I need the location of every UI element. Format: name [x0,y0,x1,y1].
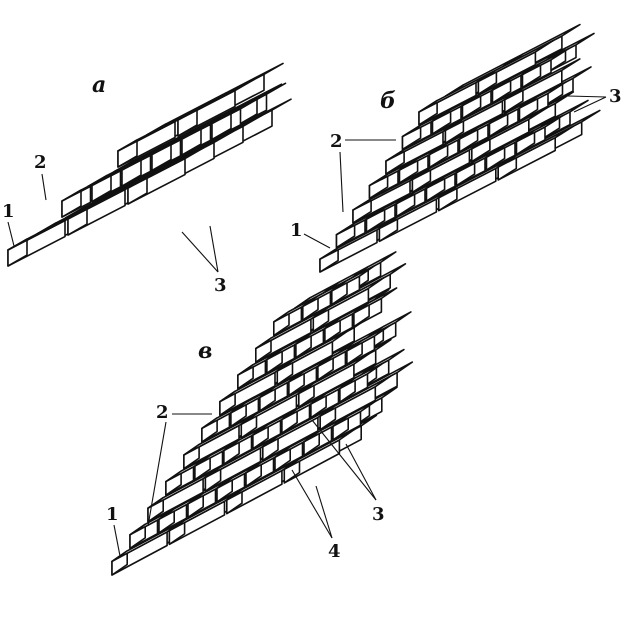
panel-c-brick-l4-5 [281,393,326,435]
panel-b-brick-l4-4 [458,112,507,153]
panel-b-callout-1: 1 [290,220,303,241]
panel-c-leader-2b [147,421,167,527]
panel-a-callout-2: 2 [34,152,47,173]
panel-b-callout-3: 3 [609,86,622,107]
panel-b-brick-l3-2 [411,137,489,194]
panel-a-callout-3: 3 [214,275,227,296]
panel-a-brick-l3-1 [117,109,195,168]
panel-c-callouts: 1 2 3 4 [106,402,385,562]
panel-c-leader-1 [113,524,121,557]
panel-c-brick-l10-1 [272,295,318,337]
panel-c-brick-l4-7 [339,362,384,404]
panel-b-brick-l2-6 [485,130,534,171]
panel-c-brick-l5-1 [183,414,255,470]
panel-b-brick-l4-3 [428,127,477,169]
panel-c-brick-l4-2 [194,440,239,481]
panel-b-brick-l7-1 [418,70,495,126]
panel-b-brick-l2-2 [365,192,414,233]
panel-a-stepped-start [7,62,292,267]
panel-a-brick-l1-2 [67,177,145,236]
panel-c-callout-4: 4 [328,541,341,562]
panel-c-brick-l7-2 [276,330,349,386]
panel-c-leader-4a [291,469,333,539]
panel-a-leader-3b [209,225,219,273]
panel-c-brick-l2-4 [216,462,261,503]
panel-b-leader-2b [339,151,344,213]
panel-b-brick-l1-4 [497,125,575,181]
panel-b-leader-3b [573,96,607,113]
panel-a-brick-l3-2 [177,78,255,137]
panel-a-brick-l2-1 [61,174,111,218]
panel-c-brick-l2-5 [245,446,290,488]
panel-b-leader-3a [567,95,607,98]
panel-c-brick-l3-1 [147,467,220,523]
panel-b-callouts: 1 2 3 [290,86,622,249]
panel-b-stepped-wall [319,23,601,273]
panel-c-brick-l2-2 [158,493,203,534]
panel-c-brick-l1-2 [168,489,241,546]
panel-c-brick-l6-6 [346,324,391,366]
panel-b-label: б [380,88,396,114]
panel-b-brick-l2-5 [455,145,504,187]
panel-c-callout-3: 3 [372,504,385,525]
panel-b-callout-2: 2 [330,131,343,152]
panel-c-leader-3a [345,443,377,501]
panel-c-callout-2: 2 [156,402,169,423]
panel-c-brick-l1-1 [111,520,184,576]
panel-c-brick-l6-1 [201,402,246,443]
panel-b-brick-l4-1 [368,158,417,200]
panel-b-brick-l3-3 [470,107,548,163]
panel-b-brick-l3-1 [352,168,429,224]
panel-c-stepped-wall-corner [111,251,414,576]
panel-a-callout-1: 1 [2,201,15,222]
panel-c-brick-l6-2 [230,386,275,428]
panel-b-brick-l7-2 [477,39,555,95]
panel-b-brick-l6-4 [491,63,540,104]
panel-b-brick-l6-5 [521,47,570,89]
panel-a-callouts: 1 2 3 [2,152,227,296]
panel-c-brick-l4-3 [223,424,268,466]
panel-b-brick-l2-4 [425,161,474,202]
panel-c-brick-l9-1 [255,307,327,363]
panel-a-brick-l1-1 [7,208,85,267]
panel-c-brick-l6-3 [259,371,304,412]
panel-b-brick-l2-7 [515,114,564,156]
panel-a-brick-l2-4 [151,128,201,172]
panel-b-brick-l4-2 [398,143,447,184]
panel-c-brick-l4-1 [165,455,210,497]
panel-c-callout-1: 1 [106,504,119,525]
panel-b-brick-l6-3 [461,78,510,120]
panel-b-brick-l6-1 [401,109,450,151]
panel-b-brick-l1-1 [319,217,396,273]
panel-c-brick-l2-6 [274,431,319,472]
panel-c-brick-l4-4 [252,409,297,450]
panel-a-leader-1 [7,221,15,247]
panel-b-brick-l2-1 [335,207,384,249]
panel-b-brick-l4-6 [518,81,567,122]
panel-c-brick-l3-4 [319,375,392,431]
panel-c-label: в [198,338,212,364]
panel-c-leader-4b [315,485,333,539]
panel-c-brick-l10-2 [301,280,347,321]
panel-a-brick-l2-6 [211,97,261,141]
panel-b-brick-l1-3 [437,156,515,212]
panel-a-label: а [92,72,106,98]
panel-c-leader-3b [311,419,377,501]
panel-b-brick-l5-1 [385,119,462,175]
panel-a-leader-3a [181,231,219,273]
panel-b-brick-l1-2 [378,186,456,243]
panel-c-brick-l7-1 [219,360,292,417]
panel-c-brick-l8-1 [237,349,282,390]
panel-c-brick-l8-3 [295,318,340,359]
panel-b-leader-1 [303,233,331,249]
panel-c-brick-l5-3 [297,352,370,409]
panel-c-brick-l2-1 [129,508,174,550]
panel-c-brick-l6-4 [288,355,333,397]
panel-a-leader-2 [41,173,47,201]
panel-c-brick-l8-4 [324,302,369,344]
